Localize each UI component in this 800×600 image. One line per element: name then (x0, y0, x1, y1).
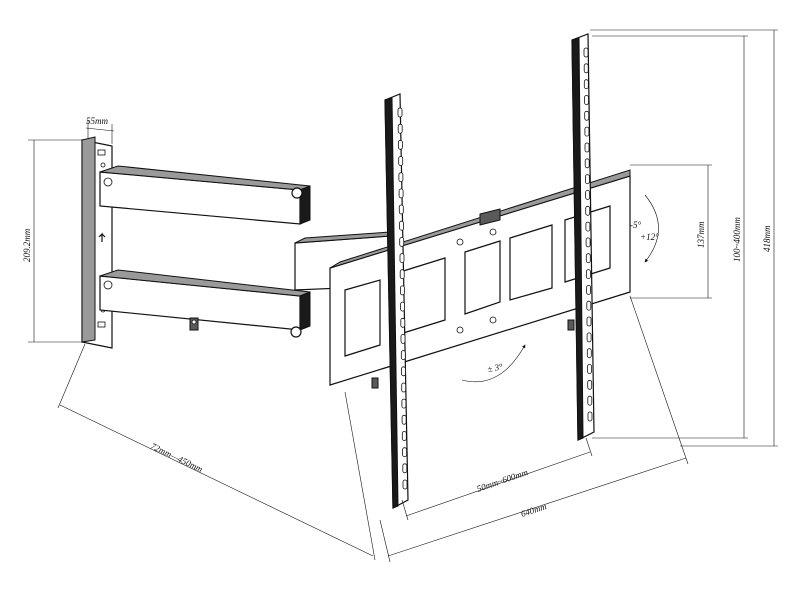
rail-slot (401, 382, 407, 393)
rail-slot (584, 126, 590, 137)
rail-slot (586, 332, 592, 343)
rail-slot (402, 447, 408, 458)
rail-slot (400, 301, 406, 312)
dimension-lines (28, 29, 778, 563)
rail-slot (587, 364, 592, 374)
rail-slot (586, 316, 592, 327)
rail-slot (401, 398, 407, 409)
rail-slot (399, 285, 405, 296)
rail-slot (585, 237, 591, 248)
wall-plate (81, 136, 113, 349)
dim-bracket-depth: 55mm (86, 116, 108, 126)
dim-rotation: ± 3° (487, 361, 504, 374)
rail-slot (398, 204, 404, 215)
rail-slot (398, 156, 404, 166)
rail-slot (400, 317, 406, 328)
dim-tilt-up: +12° (640, 232, 659, 242)
rail-slot (583, 47, 589, 58)
rail-slot (586, 284, 591, 295)
dim-tilt-down: -5° (630, 220, 641, 230)
dim-wallplate-height: 209.2mm (22, 228, 32, 262)
rail-slot (585, 205, 591, 216)
dim-vertical-vesa: 100~400mm (732, 217, 742, 262)
dim-frame-height: 137mm (696, 221, 706, 248)
up-arrow-icon (98, 232, 106, 242)
rail-slot (586, 269, 591, 280)
rail-slot (399, 269, 405, 280)
rail-slot (583, 63, 589, 74)
rail-slot (584, 158, 590, 169)
rail-slot (585, 221, 591, 232)
rail-slot (397, 139, 403, 150)
rail-slot (587, 395, 593, 406)
dim-total-width: 640mm (520, 501, 549, 519)
rail-slot (398, 172, 404, 183)
rail-slot (585, 174, 590, 185)
rail-slot (400, 350, 406, 361)
rail-slot (402, 463, 408, 474)
rail-slot (400, 333, 406, 344)
rail-slot (402, 479, 408, 490)
rail-slot (584, 110, 590, 121)
rail-slot (398, 188, 404, 199)
rail-slot (586, 348, 592, 359)
rail-slot (587, 379, 593, 390)
rail-slot (401, 414, 407, 425)
rail-slot (583, 79, 589, 90)
dim-total-height: 418mm (762, 225, 772, 252)
rail-slot (399, 253, 405, 264)
rail-slot (397, 123, 403, 134)
dim-horizontal-vesa: 50mm~600mm (475, 467, 529, 494)
dim-arm-extension: 72mm—450mm (149, 441, 205, 475)
rail-slot (401, 366, 406, 377)
rail-slot (584, 95, 589, 105)
rail-slot (584, 142, 590, 153)
rail-slot (401, 431, 407, 441)
rail-slot (585, 189, 590, 200)
rail-slot (585, 253, 591, 264)
rail-slot (397, 107, 403, 118)
rail-slot (586, 300, 592, 311)
rail-slot (399, 236, 405, 247)
vertical-rail-left (384, 93, 409, 509)
rail-slot (399, 220, 404, 231)
vertical-rail-right (571, 33, 595, 441)
rail-slot (587, 411, 593, 422)
